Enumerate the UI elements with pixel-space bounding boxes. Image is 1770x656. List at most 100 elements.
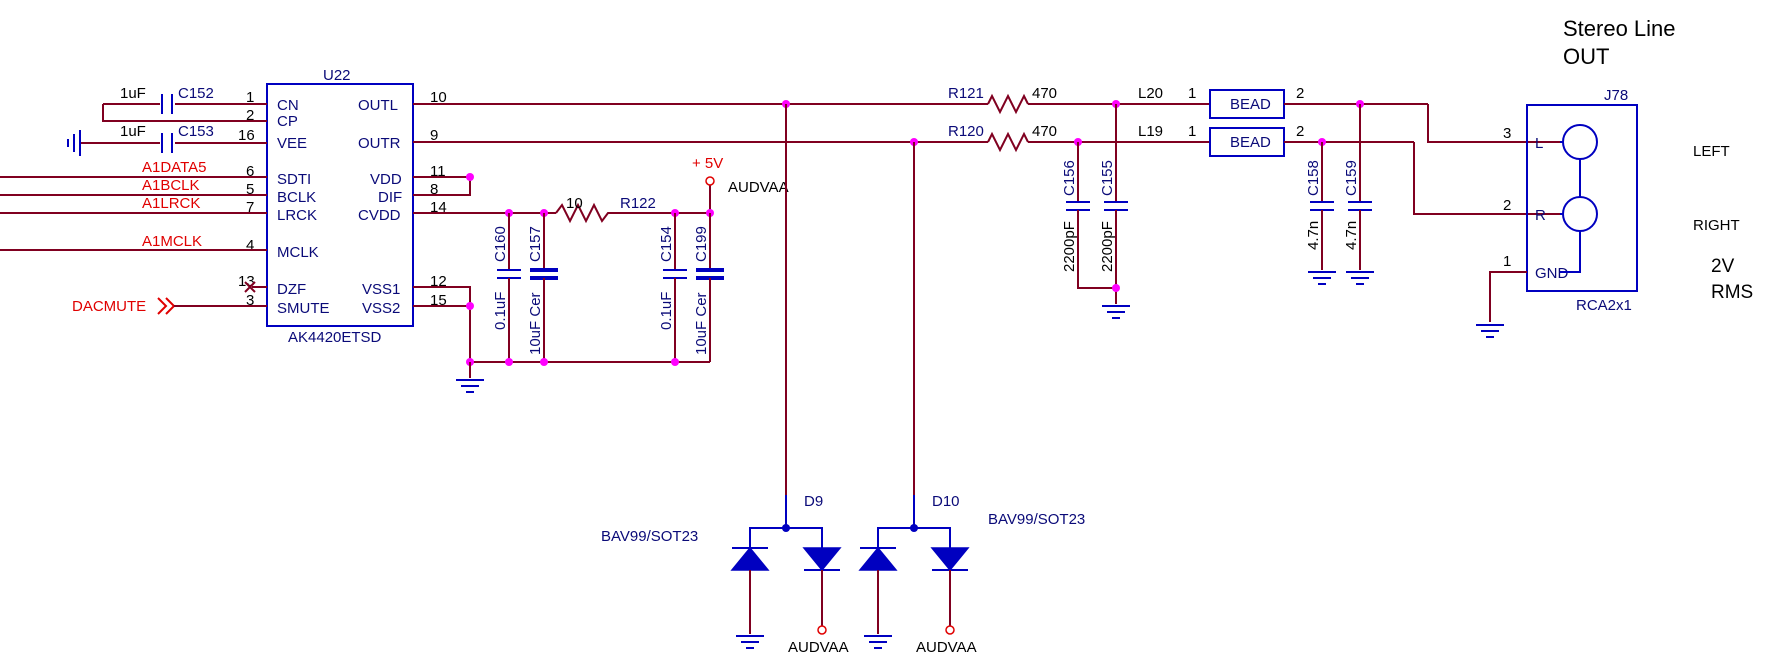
c152-value: 1uF	[120, 85, 146, 102]
net-lrck: A1LRCK	[142, 195, 200, 212]
diode-icon	[730, 546, 770, 571]
net-mclk: A1MCLK	[142, 233, 202, 250]
pin-name-dzf: DZF	[277, 281, 306, 298]
pin-num-5: 5	[246, 181, 254, 198]
pin-name-outl: OUTL	[358, 97, 398, 114]
pin-num-10: 10	[430, 89, 447, 106]
wire-cp	[102, 104, 267, 122]
c159-ref: C159	[1343, 160, 1360, 196]
pin-name-bclk: BCLK	[277, 189, 316, 206]
d9-part: BAV99/SOT23	[601, 528, 698, 545]
ic-u22-body	[266, 83, 414, 327]
pin-name-lrck: LRCK	[277, 207, 317, 224]
r122-ref: R122	[620, 195, 656, 212]
c154-ref: C154	[658, 226, 675, 262]
c159-value: 4.7n	[1343, 221, 1360, 250]
l19-pin2: 2	[1296, 123, 1304, 140]
ground-icon	[864, 635, 892, 649]
left-wiring: 1uF C152 1uF C153 A1DATA5 A1BCLK A1LRCK …	[0, 85, 267, 315]
pin-num-2: 2	[246, 107, 254, 124]
pin-name-vss1: VSS1	[362, 281, 400, 298]
wire-vss1	[413, 286, 471, 362]
connector-pin-r: R	[1535, 207, 1546, 224]
connector-j78: Stereo Line OUT J78 3 2 1 L R GND RCA2x1…	[1476, 16, 1753, 338]
pin-num-7: 7	[246, 199, 254, 216]
l19-value: BEAD	[1230, 134, 1271, 151]
diode-icon	[858, 546, 898, 571]
c157-ref: C157	[527, 226, 544, 262]
c153-ref: C153	[178, 123, 214, 140]
connector-body	[1526, 104, 1638, 292]
net-sdti: A1DATA5	[142, 159, 206, 176]
pin-num-15: 15	[430, 292, 447, 309]
pin-num-12: 12	[430, 273, 447, 290]
diode-d10: D10 BAV99/SOT23 AUDVAA	[858, 142, 1085, 656]
l20-ref: L20	[1138, 85, 1163, 102]
r121-resistor	[987, 93, 1029, 115]
output-right-label: RIGHT	[1693, 217, 1740, 234]
pin-name-outr: OUTR	[358, 135, 401, 152]
pin-num-11: 11	[430, 163, 446, 180]
c156-value: 2200pF	[1061, 221, 1078, 272]
pin-num-9: 9	[430, 127, 438, 144]
pin-num-6: 6	[246, 163, 254, 180]
output-level-line2: RMS	[1711, 282, 1753, 303]
output-level-line1: 2V	[1711, 256, 1735, 277]
c155-value: 2200pF	[1099, 221, 1116, 272]
ground-icon	[1476, 324, 1504, 338]
wire-left-out	[1427, 104, 1560, 143]
diode-icon	[930, 547, 970, 572]
l20-value: BEAD	[1230, 96, 1271, 113]
c158-value: 4.7n	[1305, 221, 1322, 250]
supply-section: + 5V AUDVAA 10 R122 C160 0.1uF C157 10uF…	[413, 155, 789, 393]
ground-icon	[456, 379, 484, 393]
ic-u22: U22 AK4420ETSD CN CP VEE SDTI BCLK LRCK …	[238, 67, 447, 346]
r120-ref: R120	[948, 123, 984, 140]
pin-name-dif: DIF	[378, 189, 402, 206]
wire-vdd-dif	[413, 176, 471, 196]
l20-pin1: 1	[1188, 85, 1196, 102]
d10-supply: AUDVAA	[916, 639, 977, 656]
pin-name-cvdd: CVDD	[358, 207, 401, 224]
connector-pin-num-2: 2	[1503, 197, 1511, 214]
d10-part: BAV99/SOT23	[988, 511, 1085, 528]
c153-value: 1uF	[120, 123, 146, 140]
net-bclk: A1BCLK	[142, 177, 200, 194]
r121-ref: R121	[948, 85, 984, 102]
ground-icon	[1102, 305, 1130, 319]
connector-ref: J78	[1604, 87, 1628, 104]
c152-ref: C152	[178, 85, 214, 102]
connector-pin-l: L	[1535, 135, 1543, 152]
pin-name-vee: VEE	[277, 135, 307, 152]
output-left-label: LEFT	[1693, 143, 1730, 160]
diode-d9: D9 BAV99/SOT23 AUDVAA	[601, 104, 849, 656]
connector-pin-num-1: 1	[1503, 253, 1511, 270]
c160-ref: C160	[492, 226, 509, 262]
pin-name-vdd: VDD	[370, 171, 402, 188]
pin-num-16: 16	[238, 127, 255, 144]
pin-name-cp: CP	[277, 113, 298, 130]
d10-ref: D10	[932, 493, 960, 510]
r121-value: 470	[1032, 85, 1057, 102]
output-section: R121 470 L20 1 BEAD 2 R120 470 L19 1 BEA…	[413, 85, 1560, 319]
l19-ref: L19	[1138, 123, 1163, 140]
ground-icon	[1308, 271, 1336, 285]
d9-ref: D9	[804, 493, 823, 510]
d9-supply: AUDVAA	[788, 639, 849, 656]
c155-ref: C155	[1099, 160, 1116, 196]
c154-value: 0.1uF	[658, 292, 675, 330]
pin-num-14: 14	[430, 199, 447, 216]
pin-name-mclk: MCLK	[277, 244, 319, 261]
ground-icon	[67, 130, 81, 156]
rca-jack-right-icon	[1562, 196, 1598, 232]
wire-right-out	[1413, 142, 1560, 215]
supply-port-icon	[945, 625, 955, 635]
supply-voltage: + 5V	[692, 155, 723, 172]
r122-value: 10	[566, 195, 583, 212]
c160-value: 0.1uF	[492, 292, 509, 330]
ic-part: AK4420ETSD	[288, 329, 382, 346]
pin-num-4: 4	[246, 237, 254, 254]
c158-ref: C158	[1305, 160, 1322, 196]
c199-ref: C199	[693, 226, 710, 262]
